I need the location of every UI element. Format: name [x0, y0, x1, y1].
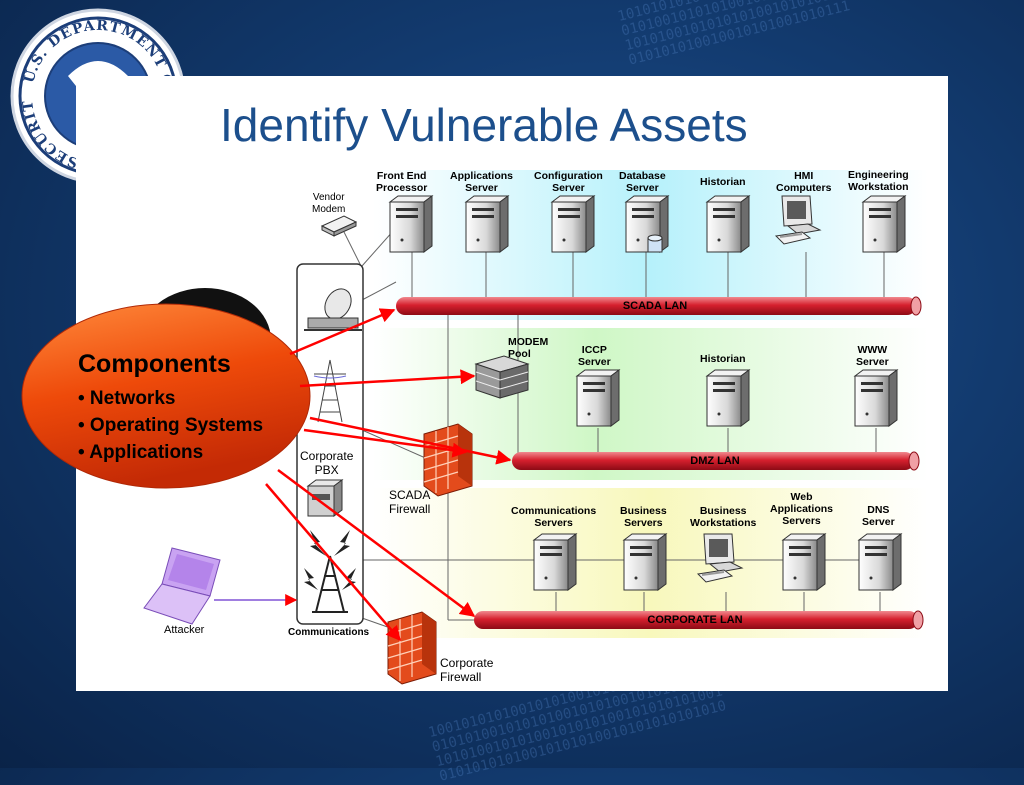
label-corp-pbx: Corporate PBX: [300, 449, 354, 477]
component-item-apps: • Applications: [78, 442, 204, 463]
modem-pool-icon: [474, 355, 530, 399]
historian-server: [706, 195, 750, 253]
label-modem-pool: MODEM Pool: [508, 336, 549, 360]
wireless-lightning-icon: [304, 530, 356, 590]
label-biz-ws: Business Workstations: [690, 505, 757, 529]
label-eng-ws: Engineering Workstation: [848, 169, 909, 193]
pbx-icon: [306, 479, 344, 517]
applications-server: [465, 195, 509, 253]
components-list: Components • Networks • Operating System…: [78, 350, 263, 466]
label-scada-fw: SCADA Firewall: [389, 488, 431, 516]
corporate-firewall: [387, 611, 437, 685]
iccp-server: [576, 369, 620, 427]
label-front-end: Front End Processor: [376, 170, 428, 194]
label-corp-fw: Corporate Firewall: [440, 656, 494, 684]
scada-lan-label: SCADA LAN: [622, 300, 688, 312]
components-heading: Components: [78, 350, 231, 378]
label-iccp: ICCP Server: [578, 344, 611, 368]
label-vendor-modem: Vendor Modem: [312, 192, 346, 215]
power-tower-icon: [313, 359, 347, 423]
www-server: [854, 369, 898, 427]
configuration-server: [551, 195, 595, 253]
component-item-networks: • Networks: [78, 388, 176, 409]
label-config-server: Configuration Server: [534, 170, 603, 194]
label-db-server: Database Server: [619, 170, 666, 194]
slide-title: Identify Vulnerable Assets: [220, 99, 748, 151]
component-item-os: • Operating Systems: [78, 415, 264, 436]
engineering-workstation: [862, 195, 906, 253]
attacker-laptop-icon: [143, 547, 221, 625]
corporate-lan-pipe: [474, 610, 924, 630]
label-web-apps: Web Applications Servers: [770, 491, 834, 527]
front-end-processor-server: [389, 195, 433, 253]
communications-rack: [296, 263, 364, 625]
label-hmi: HMI Computers: [776, 170, 832, 194]
label-biz-servers: Business Servers: [620, 505, 667, 529]
label-historian-dmz: Historian: [700, 353, 746, 365]
label-dns: DNS Server: [862, 504, 895, 528]
dmz-lan-label: DMZ LAN: [690, 455, 740, 467]
corporate-lan-label: CORPORATE LAN: [647, 614, 743, 626]
label-comm-servers: Communications Servers: [511, 505, 597, 529]
label-historian-scada: Historian: [700, 176, 746, 188]
database-cylinder-icon: [647, 234, 663, 253]
dns-server: [858, 533, 902, 591]
network-diagram: [21, 170, 928, 685]
business-servers: [623, 533, 667, 591]
label-communications: Communications: [288, 627, 370, 638]
components-bubble: [21, 303, 311, 489]
label-attacker: Attacker: [164, 624, 205, 636]
dmz-historian-server: [706, 369, 750, 427]
dmz-lan-pipe: [512, 451, 920, 471]
vulnerability-arrows: [265, 308, 512, 642]
scada-firewall: [423, 423, 473, 497]
radio-tower-icon: [312, 555, 348, 613]
satellite-dish-icon: [304, 288, 362, 331]
web-applications-servers: [782, 533, 826, 591]
scada-lan-pipe: [396, 296, 922, 316]
vendor-modem-icon: [320, 215, 358, 237]
communications-servers: [533, 533, 577, 591]
label-www: WWW Server: [856, 344, 889, 368]
label-apps-server: Applications Server: [450, 170, 514, 194]
